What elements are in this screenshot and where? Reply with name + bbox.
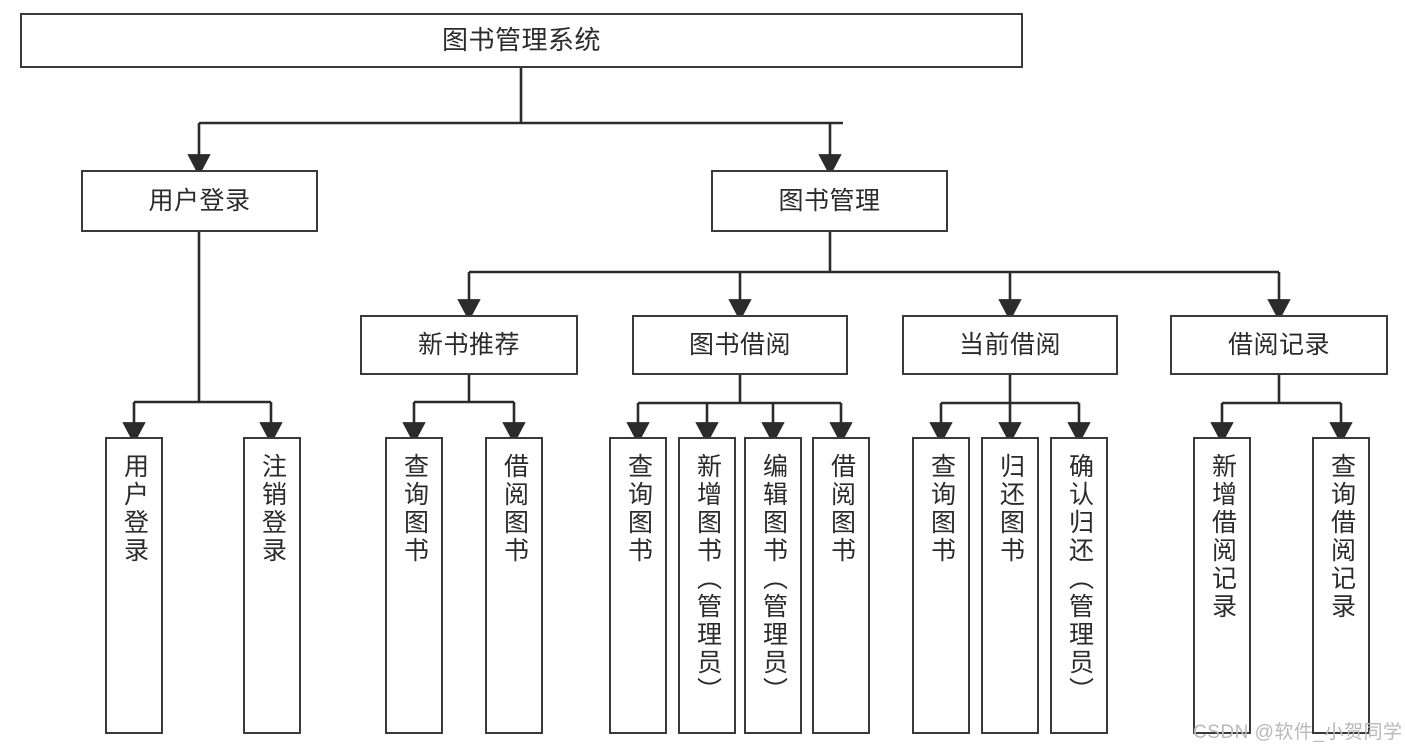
leaf-edit-book-admin[interactable]: 编辑图书（管理员） [744, 437, 802, 734]
leaf-query-borrow-record[interactable]: 查询借阅记录 [1312, 437, 1370, 734]
node-label: 图书管理系统 [441, 24, 601, 55]
leaf-return-books[interactable]: 归还图书 [981, 437, 1039, 734]
leaf-borrow-books-recommend[interactable]: 借阅图书 [485, 437, 543, 734]
node-book-borrow[interactable]: 图书借阅 [632, 315, 848, 375]
node-borrow-records[interactable]: 借阅记录 [1170, 315, 1388, 375]
node-label: 新增借阅记录 [1208, 453, 1237, 621]
node-label: 用户登录 [120, 453, 149, 565]
node-label: 图书借阅 [688, 331, 791, 359]
node-book-management[interactable]: 图书管理 [711, 170, 948, 232]
node-label: 确认归还（管理员） [1065, 453, 1094, 705]
node-label: 新书推荐 [417, 331, 520, 359]
leaf-logout[interactable]: 注销登录 [243, 437, 301, 734]
node-label: 图书管理 [778, 187, 881, 215]
node-label: 借阅图书 [500, 453, 529, 565]
node-label: 当前借阅 [958, 331, 1061, 359]
leaf-add-borrow-record[interactable]: 新增借阅记录 [1193, 437, 1251, 734]
node-label: 注销登录 [258, 453, 287, 565]
node-user-login[interactable]: 用户登录 [81, 170, 318, 232]
leaf-user-login[interactable]: 用户登录 [105, 437, 163, 734]
node-label: 查询图书 [624, 453, 653, 565]
leaf-query-books-recommend[interactable]: 查询图书 [385, 437, 443, 734]
node-current-borrow[interactable]: 当前借阅 [902, 315, 1118, 375]
node-label: 查询借阅记录 [1327, 453, 1356, 621]
watermark: CSDN @软件_小贺同学 [1193, 722, 1403, 743]
leaf-confirm-return-admin[interactable]: 确认归还（管理员） [1050, 437, 1108, 734]
node-label: 查询图书 [400, 453, 429, 565]
leaf-borrow-books-borrow[interactable]: 借阅图书 [812, 437, 870, 734]
node-label: 借阅图书 [827, 453, 856, 565]
node-root-system[interactable]: 图书管理系统 [20, 13, 1023, 68]
node-new-book-recommend[interactable]: 新书推荐 [360, 315, 578, 375]
node-label: 归还图书 [996, 453, 1025, 565]
leaf-query-books-current[interactable]: 查询图书 [912, 437, 970, 734]
node-label: 查询图书 [927, 453, 956, 565]
node-label: 借阅记录 [1227, 331, 1330, 359]
node-label: 编辑图书（管理员） [759, 453, 788, 705]
node-label: 新增图书（管理员） [693, 453, 722, 705]
node-label: 用户登录 [148, 187, 251, 215]
leaf-query-books-borrow[interactable]: 查询图书 [609, 437, 667, 734]
leaf-add-book-admin[interactable]: 新增图书（管理员） [678, 437, 736, 734]
